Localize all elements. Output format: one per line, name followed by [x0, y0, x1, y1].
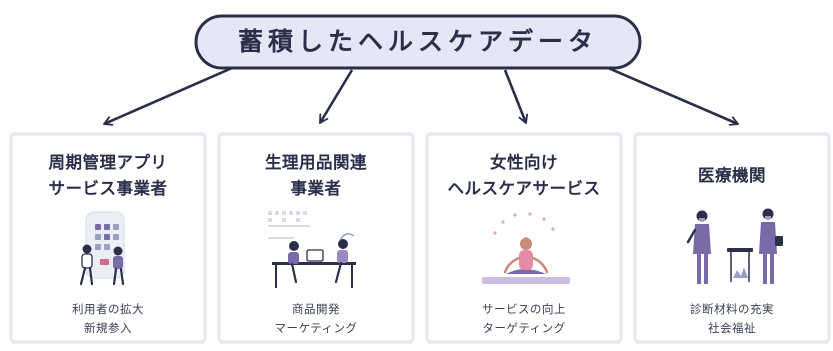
card-4-desc-line-2: 社会福祉	[708, 321, 756, 335]
card-3-title: 女性向け ヘルスケアサービス	[427, 150, 621, 202]
arrow-to-card-3	[503, 69, 526, 123]
card-4-frame	[633, 132, 831, 344]
card-2-frame	[217, 132, 415, 344]
card-4-title-line-1: 医療機関	[698, 166, 766, 185]
card-3-description: サービスの向上 ターゲティング	[427, 300, 621, 338]
phone-app-illustration	[79, 211, 125, 286]
card-1-desc-line-1: 利用者の拡大	[72, 302, 144, 316]
yoga-mat	[482, 277, 570, 284]
hub-title: 蓄積したヘルスケアデータ	[237, 27, 598, 56]
card-4-description: 診断材料の充実 社会福祉	[635, 300, 829, 338]
card-1-title: 周期管理アプリ サービス事業者	[11, 150, 205, 202]
card-2-title-line-1: 生理用品関連	[265, 153, 367, 172]
card-3-desc-line-1: サービスの向上	[482, 302, 566, 316]
card-1-desc-line-2: 新規参入	[84, 321, 132, 335]
card-1-description: 利用者の拡大 新規参入	[11, 300, 205, 338]
card-2-desc-line-2: マーケティング	[274, 321, 358, 335]
medical-staff-illustration	[686, 208, 783, 284]
office-desk-illustration	[268, 211, 356, 288]
card-2-description: 商品開発 マーケティング	[219, 300, 413, 338]
card-4-title: 医療機関	[635, 163, 829, 189]
card-2-title-line-2: 事業者	[290, 179, 342, 198]
card-1-title-line-1: 周期管理アプリ	[48, 153, 168, 172]
hub-pill	[194, 14, 642, 70]
arrow-to-card-2	[318, 69, 354, 123]
card-2-title: 生理用品関連 事業者	[219, 150, 413, 202]
card-2-desc-line-1: 商品開発	[292, 302, 340, 316]
meditation-illustration	[482, 212, 570, 284]
card-3-desc-line-2: ターゲティング	[482, 321, 566, 335]
card-3-title-line-2: ヘルスケアサービス	[447, 179, 601, 198]
card-1-title-line-2: サービス事業者	[48, 179, 168, 198]
card-4-desc-line-1: 診断材料の充実	[690, 302, 774, 316]
card-3-title-line-1: 女性向け	[490, 153, 558, 172]
